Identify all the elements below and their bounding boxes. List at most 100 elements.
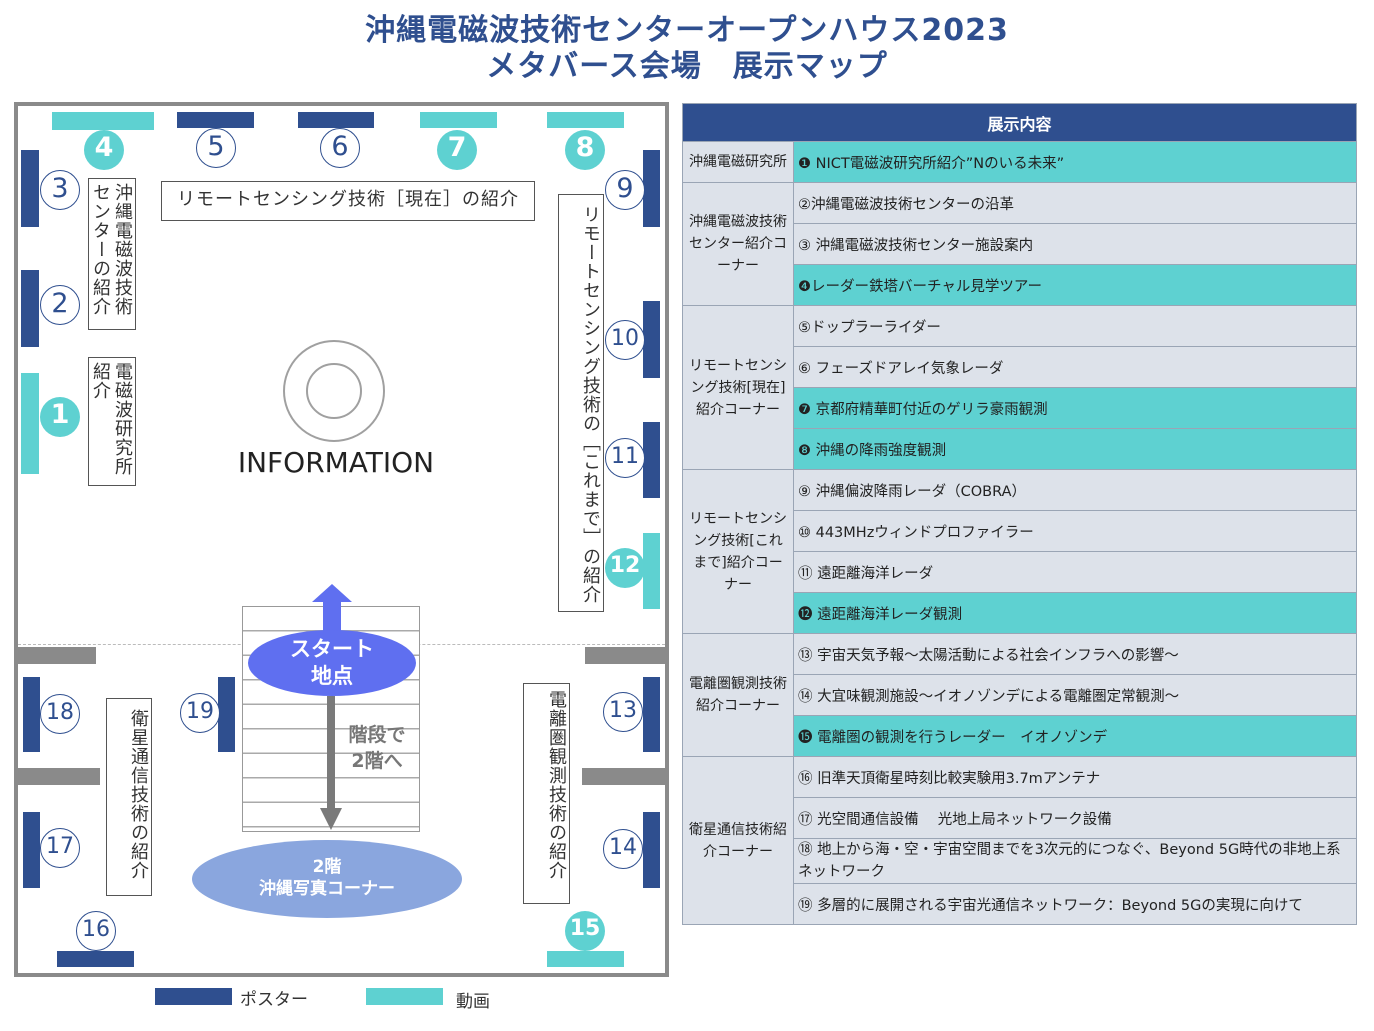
marker-8: 8 <box>565 130 605 170</box>
exhibit-3-poster[interactable] <box>21 150 39 227</box>
exhibit-item[interactable]: ③ 沖縄電磁波技術センター施設案内 <box>793 223 1357 265</box>
start-point[interactable]: スタート 地点 <box>248 630 416 696</box>
exhibit-item[interactable]: ⑥ フェーズドアレイ気象レーダ <box>793 346 1357 388</box>
category-cell: 沖縄電磁波技術センター紹介コーナー <box>682 182 794 306</box>
satellite-label: 衛星通信技術の紹介 <box>106 698 152 896</box>
exhibit-19-poster[interactable] <box>218 677 235 752</box>
legend-video-label: 動画 <box>456 992 490 1012</box>
exhibit-13-poster[interactable] <box>643 677 660 752</box>
exhibit-15-video[interactable] <box>547 951 624 967</box>
wall-left <box>14 102 18 977</box>
exhibit-6-poster[interactable] <box>298 112 374 128</box>
up-arrow-icon <box>312 584 352 632</box>
exhibit-item[interactable]: ⑱ 地上から海・空・宇宙空間までを3次元的につなぐ、Beyond 5G時代の非地… <box>793 838 1357 884</box>
inner-wall <box>18 768 100 785</box>
marker-10: 10 <box>605 320 645 360</box>
wall-bottom <box>14 973 669 977</box>
exhibit-10-poster[interactable] <box>643 301 660 378</box>
table-row: ❽ 沖縄の降雨強度観測 <box>683 428 1357 470</box>
marker-16: 16 <box>76 911 116 951</box>
nict-intro-label: 電磁波研究所紹介 <box>88 357 136 486</box>
category-cell: 沖縄電磁研究所 <box>682 141 794 183</box>
exhibit-5-poster[interactable] <box>177 112 254 128</box>
start-line2: 地点 <box>311 664 353 688</box>
exhibit-11-poster[interactable] <box>643 422 660 498</box>
inner-wall <box>585 647 665 664</box>
marker-14: 14 <box>603 829 643 869</box>
exhibit-item[interactable]: ⑬ 宇宙天気予報～太陽活動による社会インフラへの影響～ <box>793 633 1357 675</box>
exhibit-item[interactable]: ⑤ドップラーライダー <box>793 305 1357 347</box>
marker-18: 18 <box>40 694 80 734</box>
down-arrow-icon <box>320 696 342 830</box>
exhibit-14-poster[interactable] <box>643 812 660 888</box>
exhibit-18-poster[interactable] <box>23 677 40 752</box>
exhibit-7-video[interactable] <box>420 112 497 128</box>
marker-4: 4 <box>84 130 124 170</box>
exhibit-item[interactable]: ❹レーダー鉄塔バーチャル見学ツアー <box>793 264 1357 306</box>
stairs-note: 階段で 2階へ <box>327 722 427 774</box>
exhibit-item[interactable]: ⑨ 沖縄偏波降雨レーダ（COBRA） <box>793 469 1357 511</box>
exhibit-item[interactable]: ❽ 沖縄の降雨強度観測 <box>793 428 1357 470</box>
table-row: ⑲ 多層的に展開される宇宙光通信ネットワーク：Beyond 5Gの実現に向けて <box>683 883 1357 925</box>
table-header: 展示内容 <box>682 103 1357 142</box>
table-row: ⑱ 地上から海・空・宇宙空間までを3次元的につなぐ、Beyond 5G時代の非地… <box>683 838 1357 884</box>
exhibit-item[interactable]: ❼ 京都府精華町付近のゲリラ豪雨観測 <box>793 387 1357 429</box>
exhibit-9-poster[interactable] <box>643 150 660 227</box>
exhibit-item[interactable]: ⑪ 遠距離海洋レーダ <box>793 551 1357 593</box>
information-inner-circle <box>306 363 362 419</box>
marker-15: 15 <box>565 911 605 951</box>
exhibit-12-video[interactable] <box>643 533 660 609</box>
marker-11: 11 <box>605 438 645 478</box>
floor2-line2: 沖縄写真コーナー <box>259 879 395 899</box>
table-row: ⓯ 電離圏の観測を行うレーダー イオノゾンデ <box>683 715 1357 757</box>
table-row: ⓬ 遠距離海洋レーダ観測 <box>683 592 1357 634</box>
table-row: ⑩ 443MHzウィンドプロファイラー <box>683 510 1357 552</box>
information-circle[interactable] <box>283 340 385 442</box>
inner-wall <box>18 647 96 664</box>
marker-6: 6 <box>320 128 360 168</box>
remote-now-label: リモートセンシング技術［現在］の紹介 <box>161 181 535 221</box>
exhibit-4-video[interactable] <box>52 112 154 130</box>
exhibit-item[interactable]: ⑩ 443MHzウィンドプロファイラー <box>793 510 1357 552</box>
exhibit-2-poster[interactable] <box>21 270 39 347</box>
exhibit-item[interactable]: ❶ NICT電磁波研究所紹介”Nのいる未来” <box>793 141 1357 183</box>
exhibit-item[interactable]: ⑭ 大宜味観測施設～イオノゾンデによる電離圏定常観測～ <box>793 674 1357 716</box>
table-row: ③ 沖縄電磁波技術センター施設案内 <box>683 223 1357 265</box>
marker-7: 7 <box>437 130 477 170</box>
exhibit-item[interactable]: ⑰ 光空間通信設備 光地上局ネットワーク設備 <box>793 797 1357 839</box>
marker-9: 9 <box>605 170 645 210</box>
table-row: ❼ 京都府精華町付近のゲリラ豪雨観測 <box>683 387 1357 429</box>
exhibit-17-poster[interactable] <box>23 812 40 888</box>
marker-17: 17 <box>40 828 80 868</box>
exhibit-16-poster[interactable] <box>57 951 134 967</box>
table-row: ⑭ 大宜味観測施設～イオノゾンデによる電離圏定常観測～ <box>683 674 1357 716</box>
remote-past-label: リモートセンシング技術の［これまで］の紹介 <box>558 194 604 612</box>
exhibit-1-video[interactable] <box>21 373 39 474</box>
exhibit-item[interactable]: ⓯ 電離圏の観測を行うレーダー イオノゾンデ <box>793 715 1357 757</box>
exhibit-item[interactable]: ⑲ 多層的に展開される宇宙光通信ネットワーク：Beyond 5Gの実現に向けて <box>793 883 1357 925</box>
marker-1: 1 <box>40 397 80 437</box>
marker-12: 12 <box>605 548 645 588</box>
information-label: INFORMATION <box>237 446 435 479</box>
start-line1: スタート <box>290 637 374 661</box>
page-title: 沖縄電磁波技術センターオープンハウス2023 <box>365 13 1009 48</box>
marker-13: 13 <box>603 692 643 732</box>
exhibit-item[interactable]: ⓬ 遠距離海洋レーダ観測 <box>793 592 1357 634</box>
second-floor-corner[interactable]: 2階 沖縄写真コーナー <box>192 840 462 918</box>
table-row: ⑰ 光空間通信設備 光地上局ネットワーク設備 <box>683 797 1357 839</box>
exhibit-item[interactable]: ②沖縄電磁波技術センターの沿革 <box>793 182 1357 224</box>
stairs-line1: 階段で <box>348 724 406 746</box>
ionosphere-label: 電離圏観測技術の紹介 <box>523 683 570 904</box>
table-row: ⑥ フェーズドアレイ気象レーダ <box>683 346 1357 388</box>
inner-wall <box>582 768 665 785</box>
exhibit-item[interactable]: ⑯ 旧準天頂衛星時刻比較実験用3.7mアンテナ <box>793 756 1357 798</box>
category-cell: 衛星通信技術紹介コーナー <box>682 756 794 925</box>
category-cell: 電離圏観測技術紹介コーナー <box>682 633 794 757</box>
table-row: ❹レーダー鉄塔バーチャル見学ツアー <box>683 264 1357 306</box>
exhibit-8-video[interactable] <box>547 112 624 128</box>
